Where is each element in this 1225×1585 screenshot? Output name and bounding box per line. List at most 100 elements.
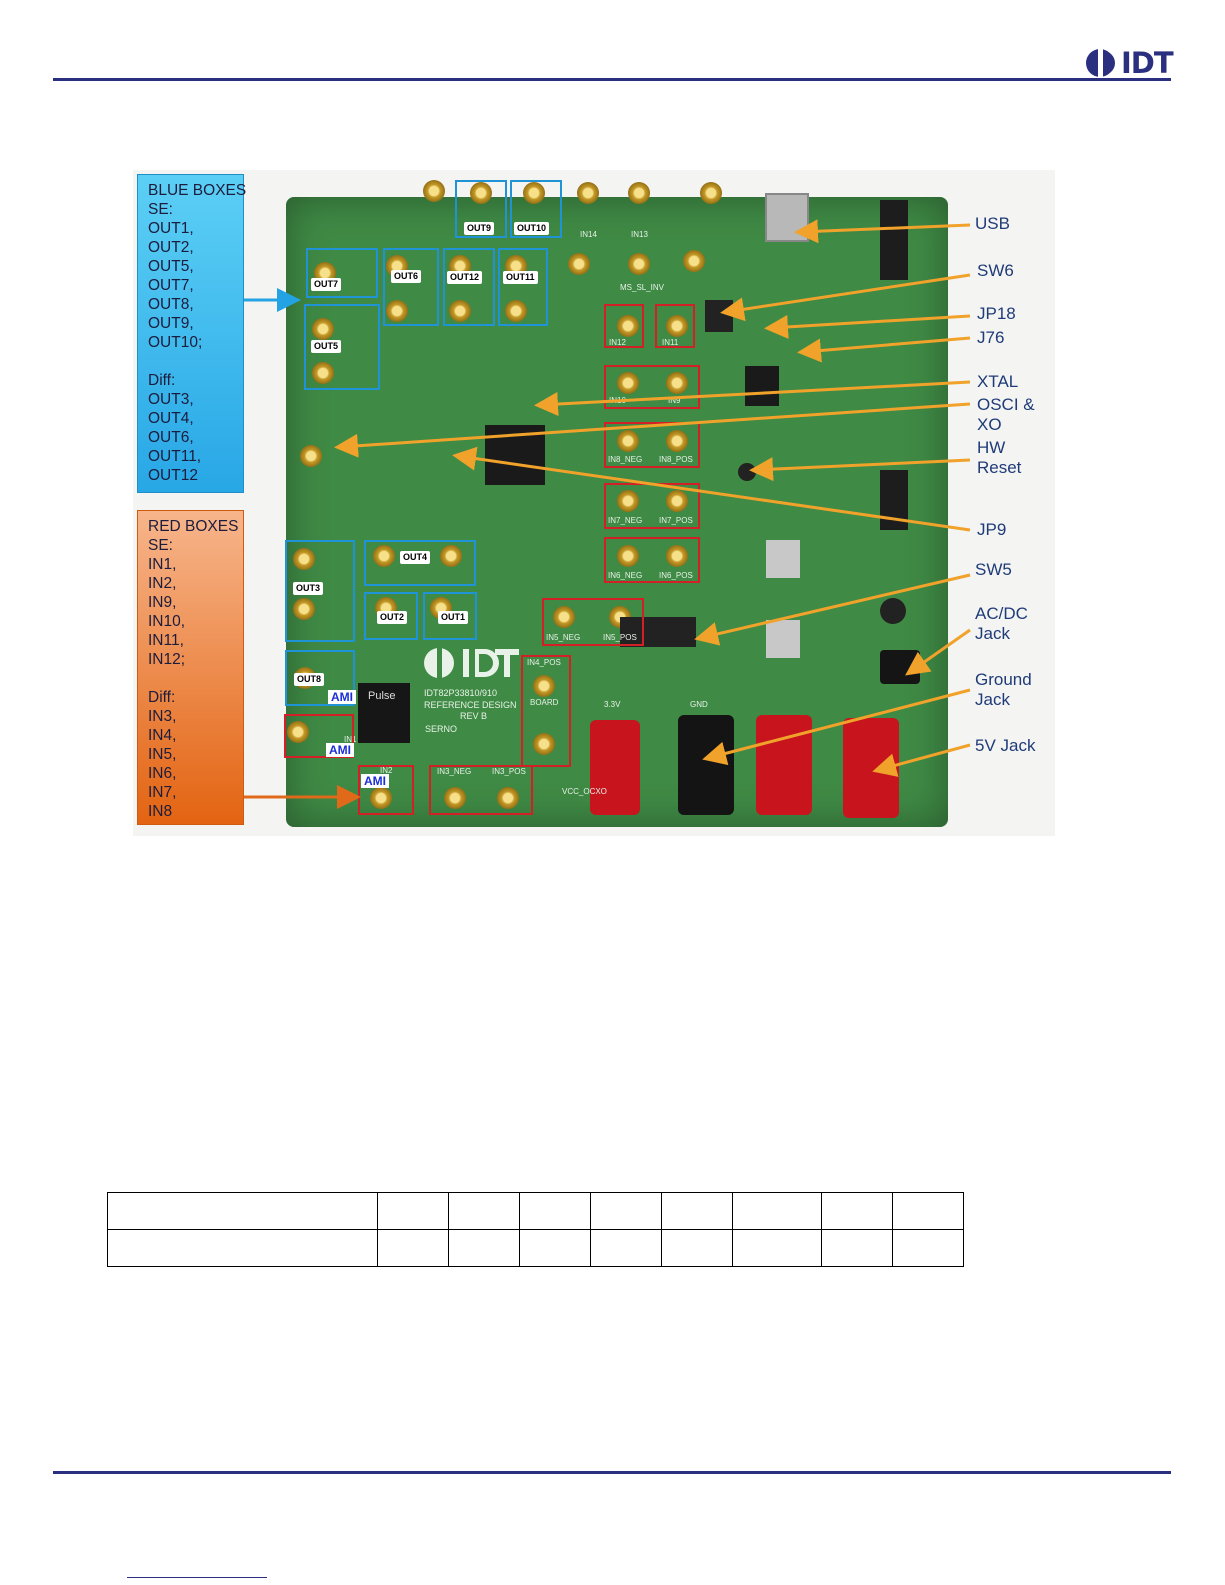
tag-out9: OUT9 (464, 222, 495, 235)
callout-5v-jack: 5V Jack (975, 736, 1036, 755)
out4-box (364, 540, 476, 586)
silk-in5-neg: IN5_NEG (546, 633, 581, 642)
callout-sw6: SW6 (977, 261, 1014, 280)
table-cell (661, 1192, 733, 1230)
in10-in9-box (604, 365, 700, 409)
silk-serno: SERNO (425, 724, 458, 734)
silk-in3-pos: IN3_POS (492, 767, 526, 776)
silk-in6-neg: IN6_NEG (608, 571, 643, 580)
tag-out11: OUT11 (503, 271, 538, 284)
tag-out7: OUT7 (311, 278, 342, 291)
tag-ami-1: AMI (328, 690, 356, 704)
tag-out2: OUT2 (377, 611, 408, 624)
silk-3v3: 3.3V (604, 700, 621, 709)
sma-connector (617, 490, 639, 512)
legend-red-text: RED BOXES SE: IN1, IN2, IN9, IN10, IN11,… (148, 518, 239, 820)
banana-jack-vddo (756, 715, 812, 815)
sma-connector (666, 490, 688, 512)
sma-connector (577, 182, 599, 204)
table-cell (377, 1192, 449, 1230)
callout-acdc-jack: AC/DC Jack (975, 604, 1028, 643)
in4-box (521, 655, 571, 767)
table-cell (107, 1229, 378, 1267)
sma-connector (533, 733, 555, 755)
in1-box (284, 714, 354, 758)
sma-connector (370, 787, 392, 809)
sma-connector (666, 430, 688, 452)
table-cell (892, 1229, 964, 1267)
out12-box (443, 248, 495, 326)
callout-xtal: XTAL (977, 372, 1019, 391)
table-cell (732, 1192, 822, 1230)
in8-box (604, 422, 700, 468)
silk-gnd: GND (690, 700, 708, 709)
silk-ms-sl-inv: MS_SL_INV (620, 283, 665, 292)
sma-connector (300, 445, 322, 467)
sma-connector (617, 430, 639, 452)
out1-box (423, 592, 477, 640)
legend-red-boxes: RED BOXES SE: IN1, IN2, IN9, IN10, IN11,… (137, 510, 244, 825)
sma-connector (312, 362, 334, 384)
sma-connector (666, 545, 688, 567)
silk-in13: IN13 (631, 230, 648, 239)
sma-connector (440, 545, 462, 567)
table-cell (821, 1229, 893, 1267)
callout-usb: USB (975, 214, 1010, 233)
tag-out12: OUT12 (447, 271, 483, 284)
sma-connector (470, 182, 492, 204)
silk-vcc-ocxo: VCC_OCXO (562, 787, 607, 796)
header-rule (53, 78, 1171, 81)
in11-box (655, 304, 695, 348)
in12-box (604, 304, 644, 348)
table-cell (892, 1192, 964, 1230)
sma-connector (628, 253, 650, 275)
table-row (107, 1192, 964, 1230)
out8-box (285, 650, 355, 706)
sma-connector (628, 182, 650, 204)
tag-out6: OUT6 (391, 270, 422, 283)
header-connector (880, 200, 908, 280)
table-cell (519, 1229, 591, 1267)
pulse-transformer (358, 683, 410, 743)
tag-out3: OUT3 (293, 582, 324, 595)
silk-in9: IN9 (668, 396, 681, 405)
silk-in12: IN12 (609, 338, 626, 347)
sma-connector (444, 787, 466, 809)
sma-connector (617, 315, 639, 337)
idt-logo-icon (1086, 48, 1115, 78)
board-idt-logo-icon (424, 647, 519, 679)
out6-box (383, 248, 439, 326)
table-cell (377, 1229, 449, 1267)
tag-ami-2: AMI (326, 743, 354, 757)
table-cell (107, 1192, 378, 1230)
footer-rule (53, 1471, 1171, 1474)
callout-j76: J76 (977, 328, 1005, 347)
out7-box (306, 248, 378, 298)
out2-box (364, 592, 418, 640)
in5-box (542, 598, 644, 646)
sma-connector (617, 545, 639, 567)
sma-connector (666, 372, 688, 394)
sma-connector (553, 606, 575, 628)
sma-connector (533, 675, 555, 697)
callout-arrows (244, 219, 971, 809)
out5-box (304, 304, 380, 390)
out9-box (455, 180, 507, 238)
out3-box (285, 540, 355, 642)
sma-connector (293, 598, 315, 620)
sma-connector (386, 300, 408, 322)
tag-out5: OUT5 (311, 340, 342, 353)
silk-in4-pos: IN4_POS (527, 658, 561, 667)
sma-connector (700, 182, 722, 204)
legend-blue-boxes: BLUE BOXES SE: OUT1, OUT2, OUT5, OUT7, O… (137, 174, 246, 493)
sma-connector (505, 300, 527, 322)
out11-box (498, 248, 548, 326)
tag-ami-3: AMI (361, 774, 389, 788)
table-cell (821, 1192, 893, 1230)
sma-connector (449, 300, 471, 322)
footer-link-underline (127, 1577, 267, 1578)
sma-connector (683, 250, 705, 272)
callout-sw5: SW5 (975, 560, 1012, 579)
silk-board-line2: REFERENCE DESIGN (424, 700, 517, 710)
pulse-label: Pulse (368, 690, 396, 702)
